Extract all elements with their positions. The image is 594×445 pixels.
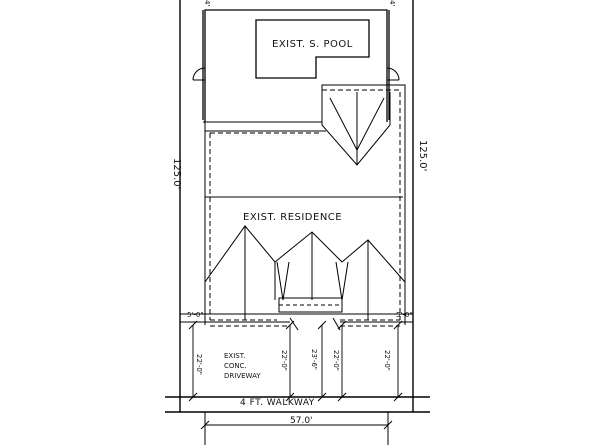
gate-arcs — [192, 67, 400, 81]
front-yard-5-label: 22'-0" — [383, 350, 391, 371]
top-left-dim: 4' — [203, 0, 211, 6]
dimension-ticks — [188, 320, 403, 402]
walkway-label: 4 FT. WALKWAY — [240, 398, 315, 408]
rear-fence — [202, 9, 390, 122]
driveway-label-line1: EXIST. — [224, 352, 245, 360]
front-yard-3-label: 23'-6" — [310, 349, 318, 370]
residence-dashed-walls — [209, 89, 401, 327]
lot-depth-left-label: 125.0' — [171, 158, 182, 189]
front-yard-1-label: 22'-0" — [195, 354, 203, 375]
lot-width-dimension — [200, 420, 393, 430]
driveway-label-line2: CONC. — [224, 362, 247, 370]
front-yard-2-label: 22'-0" — [280, 350, 288, 371]
driveway-label-line3: DRIVEWAY — [224, 372, 261, 380]
pool-outline — [255, 19, 370, 79]
front-dimension-lines — [192, 325, 399, 397]
front-gables — [204, 225, 406, 320]
lot-width-label: 57.0' — [290, 416, 313, 426]
front-porch — [278, 297, 343, 313]
front-yard-4-label: 22'-0" — [332, 350, 340, 371]
residence-outline — [203, 84, 406, 325]
rear-gable-roof — [321, 92, 391, 166]
setback-right-label: 5'-0" — [396, 311, 413, 319]
setback-left-label: 5'-0" — [187, 311, 204, 319]
lot-depth-right-label: 125.0' — [417, 140, 428, 171]
top-right-dim: 4' — [388, 0, 396, 6]
driveway-edge — [179, 322, 389, 445]
residence-label: EXIST. RESIDENCE — [243, 212, 342, 223]
pool-label: EXIST. S. POOL — [272, 39, 353, 50]
